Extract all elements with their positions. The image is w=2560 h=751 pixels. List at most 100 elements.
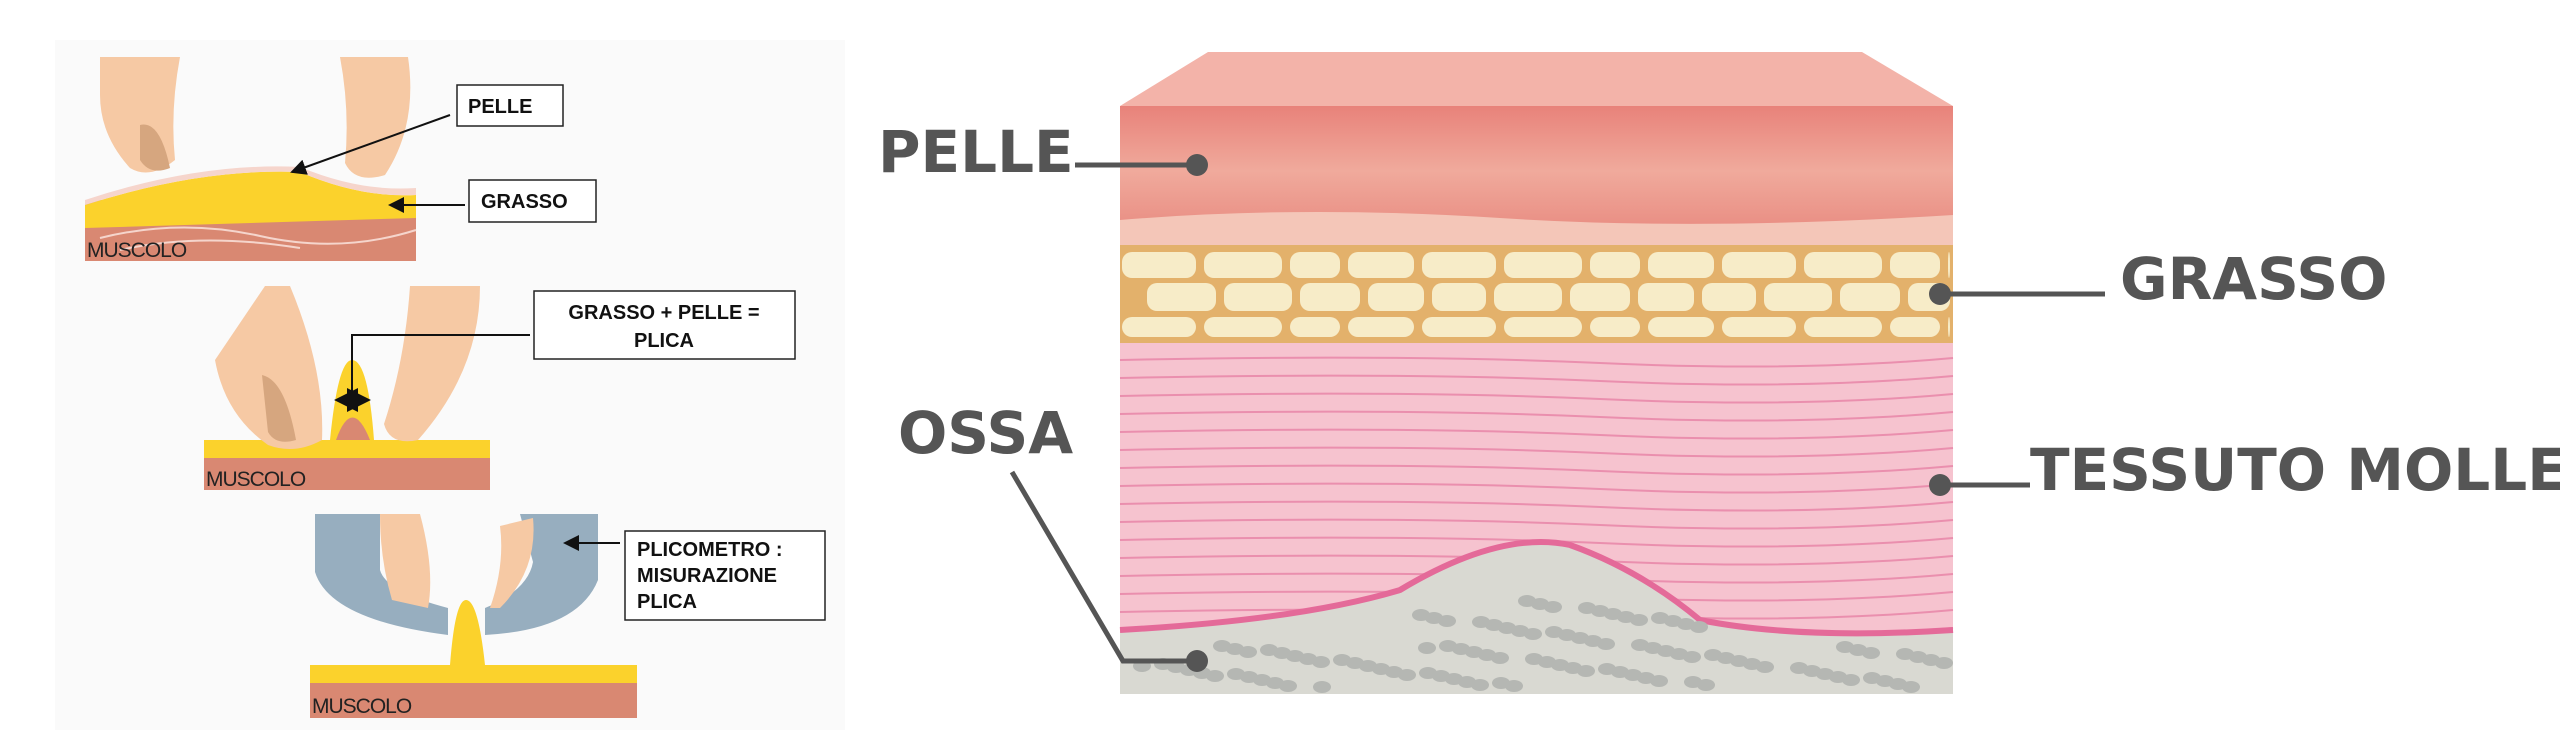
caliper-label-line2: MISURAZIONE xyxy=(637,565,777,587)
fat-cell xyxy=(1590,317,1640,337)
ossa-dot xyxy=(1186,650,1208,672)
muscle-fiber xyxy=(1119,518,1954,530)
fat-cells xyxy=(1122,252,1950,337)
bone-pore xyxy=(1471,679,1489,691)
bone-pore xyxy=(1862,647,1880,659)
fat-cell xyxy=(1504,317,1582,337)
fat-cell xyxy=(1948,252,1950,278)
bone-pore xyxy=(1524,628,1542,640)
tessuto-label-right: TESSUTO MOLLE xyxy=(2030,436,2560,504)
plica-label-line2: PLICA xyxy=(634,330,694,352)
muscle-fiber xyxy=(1119,428,1954,440)
bone-pore xyxy=(1597,638,1615,650)
pelle-label-right: PELLE xyxy=(878,118,1074,186)
tessuto-dot xyxy=(1929,474,1951,496)
fat-cell xyxy=(1368,283,1424,311)
fat-cell xyxy=(1890,317,1940,337)
fat-cell xyxy=(1348,252,1414,278)
bone-pore xyxy=(1935,657,1953,669)
bone-pore xyxy=(1650,675,1668,687)
fat-cell xyxy=(1122,252,1196,278)
fat-cell xyxy=(1422,252,1496,278)
bone-pore xyxy=(1206,670,1224,682)
caliper-label-line1: PLICOMETRO : xyxy=(637,539,783,561)
fat-cell xyxy=(1840,283,1900,311)
fat-cell xyxy=(1122,317,1196,337)
fat-cell xyxy=(1348,317,1414,337)
plica-label-line1: GRASSO + PELLE = xyxy=(568,302,759,324)
fat-cell xyxy=(1804,317,1882,337)
bone-pore xyxy=(1313,681,1331,693)
bone-pore xyxy=(1505,680,1523,692)
muscle-fiber xyxy=(1119,374,1954,386)
bone-pore xyxy=(1902,681,1920,693)
pelle-dot xyxy=(1186,154,1208,176)
muscle-fiber xyxy=(1119,500,1954,512)
fat-cell xyxy=(1764,283,1832,311)
muscle-fiber xyxy=(1119,464,1954,476)
bone-pore xyxy=(1842,674,1860,686)
fat-cell xyxy=(1504,252,1582,278)
fat-cell xyxy=(1422,317,1496,337)
plica-box xyxy=(533,290,796,360)
step1-illustration: MUSCOLO xyxy=(85,57,417,262)
fat-cell xyxy=(1204,252,1282,278)
step2-illustration: MUSCOLO xyxy=(204,286,490,491)
bone-pore xyxy=(1683,651,1701,663)
grasso-label: GRASSO xyxy=(481,191,568,213)
caliper-box xyxy=(624,530,826,621)
grasso-box xyxy=(468,179,597,223)
bone-pore xyxy=(1418,642,1436,654)
bone-pore xyxy=(1577,665,1595,677)
caliper-label-line3: PLICA xyxy=(637,591,697,613)
plica-leader xyxy=(351,334,530,400)
fat-cell xyxy=(1290,252,1340,278)
bone-pore xyxy=(1438,615,1456,627)
tissue-block xyxy=(1119,52,1954,694)
bone-pore xyxy=(1544,601,1562,613)
fat-cell xyxy=(1300,283,1360,311)
bone-layer xyxy=(1120,542,1953,694)
fat-cell xyxy=(1702,283,1756,311)
fat-cell xyxy=(1890,252,1940,278)
grasso-dot xyxy=(1929,283,1951,305)
bone-pore xyxy=(1398,669,1416,681)
ossa-label-right: OSSA xyxy=(898,399,1073,467)
muscle-label: MUSCOLO xyxy=(87,239,187,262)
muscle-fiber xyxy=(1119,410,1954,422)
pelle-label: PELLE xyxy=(468,96,532,118)
fat-cell xyxy=(1147,283,1216,311)
bone-pore xyxy=(1312,656,1330,668)
finger-icon xyxy=(384,286,480,442)
fat-cell xyxy=(1224,283,1292,311)
pelle-arrow xyxy=(290,114,451,175)
bone-pore xyxy=(1491,652,1509,664)
muscle-fiber xyxy=(1119,392,1954,404)
fat-cell xyxy=(1722,317,1796,337)
fat-cell xyxy=(1648,317,1714,337)
fat-cell xyxy=(1638,283,1694,311)
fat-cell xyxy=(1722,252,1796,278)
pelle-box xyxy=(456,84,564,127)
fat-cell xyxy=(1590,252,1640,278)
bone-pore xyxy=(1279,680,1297,692)
fat-cell xyxy=(1804,252,1882,278)
fat-cell xyxy=(1204,317,1282,337)
muscle-fiber xyxy=(1119,356,1954,368)
finger-icon xyxy=(215,286,323,449)
bone-pore xyxy=(1630,614,1648,626)
grasso-label-right: GRASSO xyxy=(2120,245,2387,313)
fat-cell xyxy=(1290,317,1340,337)
fat-cell xyxy=(1948,317,1950,337)
muscle-fiber xyxy=(1119,482,1954,494)
fat-cell xyxy=(1570,283,1630,311)
muscle-label: MUSCOLO xyxy=(312,695,412,718)
muscle-fiber xyxy=(1119,536,1954,548)
fat-cell xyxy=(1648,252,1714,278)
fat-cell xyxy=(1494,283,1562,311)
fat-cell xyxy=(1432,283,1486,311)
bone-pore xyxy=(1756,661,1774,673)
bone-pore xyxy=(1697,679,1715,691)
bone-pore xyxy=(1690,621,1708,633)
